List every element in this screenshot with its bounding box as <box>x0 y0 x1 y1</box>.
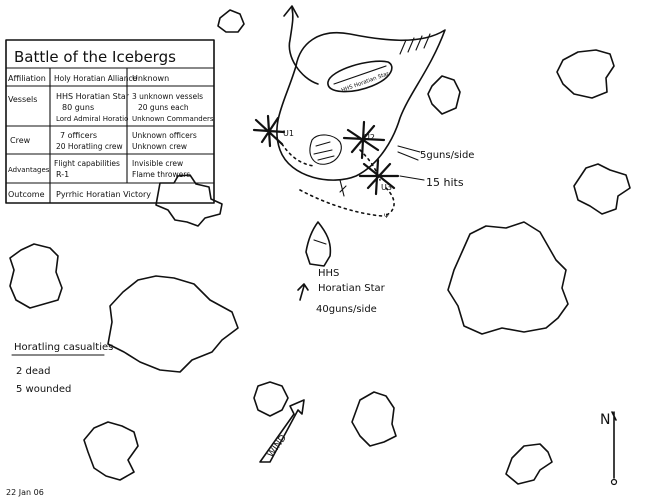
u2-label: U2 <box>364 133 375 142</box>
vessels-side-a-line1: HHS Horatian Star <box>56 92 130 101</box>
iceberg <box>217 9 245 33</box>
ship-in-bubble-label: HHS Horatian Star <box>341 71 391 94</box>
casualties-wounded: 5 wounded <box>16 384 71 395</box>
battle-info-table: Battle of the Icebergs Affiliation Holy … <box>5 39 215 204</box>
casualties-dead: 2 dead <box>16 366 51 377</box>
iceberg-large-center <box>107 275 239 373</box>
advantages-side-a-line2: R-1 <box>56 170 69 179</box>
vessels-side-b-line1: 3 unknown vessels <box>132 92 203 101</box>
vessels-side-b-line3: Unknown Commanders <box>132 115 214 123</box>
wind-label: WIND <box>266 433 289 459</box>
affiliation-side-a: Holy Horatian Alliance <box>54 74 138 83</box>
ship-in-bubble <box>327 60 393 93</box>
row-label-advantages: Advantages <box>8 166 50 174</box>
hhs-horatian-star-ship: HHS Horatian Star 40guns/side <box>297 221 386 315</box>
iceberg <box>253 381 289 417</box>
iceberg <box>505 443 553 485</box>
battle-scene: HHS Horatian Star U1 U2 U3 Ψ 5guns/side … <box>252 5 474 220</box>
engagement-cluster <box>309 134 342 165</box>
iceberg <box>9 243 63 309</box>
outcome-value: Pyrrhic Horatian Victory <box>56 190 151 199</box>
u1-label: U1 <box>283 129 294 138</box>
crew-side-a-line1: 7 officers <box>60 131 97 140</box>
north-label: N <box>600 412 610 428</box>
iceberg <box>427 75 461 115</box>
iceberg-table-corner <box>155 174 223 227</box>
vessels-side-a-line2: 80 guns <box>62 103 94 112</box>
hits-label: 15 hits <box>426 176 464 189</box>
iceberg-large-right <box>447 221 569 335</box>
crew-side-b-line2: Unknown crew <box>132 142 187 151</box>
advantages-side-b-line2: Flame throwers <box>132 170 190 179</box>
flight-bubble <box>276 29 446 181</box>
ship-name-line1: HHS <box>318 268 339 279</box>
u3-burst <box>358 158 400 196</box>
affiliation-side-b: Unknown <box>132 74 169 83</box>
north-arrow: N <box>600 411 618 486</box>
flight-trail <box>288 7 319 85</box>
advantages-side-b-line1: Invisible crew <box>132 159 183 168</box>
table-title: Battle of the Icebergs <box>14 48 176 66</box>
guns-per-side-label: 5guns/side <box>420 150 474 161</box>
ship-guns-label: 40guns/side <box>316 304 377 315</box>
flight-arrow-head <box>283 5 299 18</box>
casualties-title: Horatling casualties <box>14 342 113 353</box>
ship-name-line2: Horatian Star <box>318 283 386 294</box>
crew-side-a-line2: 20 Horatling crew <box>56 142 123 151</box>
advantages-side-a-line1: Flight capabilities <box>54 159 120 168</box>
row-label-outcome: Outcome <box>8 190 45 199</box>
iceberg <box>351 391 397 447</box>
u1-burst <box>252 114 286 148</box>
vessels-side-b-line2: 20 guns each <box>138 103 189 112</box>
icebergs <box>9 9 631 485</box>
u2-burst <box>342 120 386 160</box>
svg-text:Ψ: Ψ <box>384 213 389 220</box>
row-label-vessels: Vessels <box>8 95 37 104</box>
iceberg <box>573 163 631 215</box>
iceberg <box>83 421 139 481</box>
casualties-note: Horatling casualties 2 dead 5 wounded <box>11 342 113 395</box>
crew-side-b-line1: Unknown officers <box>132 131 197 140</box>
date-label: 22 Jan 06 <box>6 488 44 497</box>
vessels-side-a-line3: Lord Admiral Horatio <box>56 115 128 123</box>
row-label-affiliation: Affiliation <box>8 74 46 83</box>
iceberg <box>556 49 615 99</box>
row-label-crew: Crew <box>10 136 31 145</box>
